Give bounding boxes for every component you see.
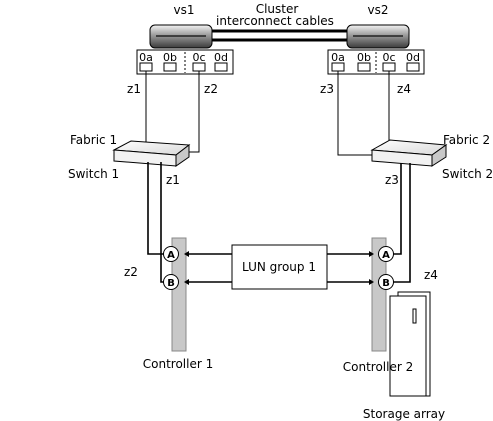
vs1-port-0d-label: 0d xyxy=(214,51,228,64)
controller-2-port-a xyxy=(378,246,394,262)
vs2-port-0c xyxy=(382,62,396,72)
vs2-port-0d xyxy=(406,62,420,72)
zone-z1-mid: z1 xyxy=(166,173,180,187)
zone-z2-top: z2 xyxy=(204,82,218,96)
wire-switch2-controller1-b xyxy=(389,163,411,283)
controller-2-port-b xyxy=(378,274,394,290)
controller-2-port-b-label: B xyxy=(382,278,390,289)
vs1-port-0c xyxy=(192,62,206,72)
vs1-port-0b-label: 0b xyxy=(163,51,177,64)
wire-vs2-0a-switch2 xyxy=(337,71,374,156)
storage-array xyxy=(389,291,431,397)
switch-2-side-face xyxy=(431,144,447,167)
cluster-label-line2: interconnect cables xyxy=(216,14,334,28)
vs1-port-0b xyxy=(163,62,177,72)
lun-group-label: LUN group 1 xyxy=(242,260,316,274)
vs2-port-0b xyxy=(357,62,371,72)
controller-2-label: Controller 2 xyxy=(343,360,413,374)
switch-1 xyxy=(112,140,191,167)
node-vs2: vs2 0a 0b 0c 0d xyxy=(327,3,425,75)
controller-1-port-a-label: A xyxy=(167,250,175,261)
arrowhead-controller2-b xyxy=(369,279,374,285)
vs1-port-0a-label: 0a xyxy=(139,51,153,64)
vs2-port-0b-label: 0b xyxy=(357,51,371,64)
controller-1-bar xyxy=(171,237,187,352)
cluster-label-line1: Cluster xyxy=(256,2,299,16)
switch-2-label: Switch 2 xyxy=(442,167,493,181)
arrowhead-controller2-a xyxy=(369,251,374,257)
vs1-port-0c-label: 0c xyxy=(192,51,205,64)
vs2-port-0a-label: 0a xyxy=(331,51,345,64)
storage-array-handle xyxy=(412,308,417,324)
arrowhead-controller1-b xyxy=(184,279,189,285)
lun-group-box xyxy=(231,244,328,290)
storage-array-cabinet xyxy=(389,295,427,397)
switch-2 xyxy=(370,139,448,167)
fabric-2-label: Fabric 2 xyxy=(443,133,490,147)
vs1-port-0d xyxy=(214,62,228,72)
zone-z4-right: z4 xyxy=(424,268,438,282)
node-vs1-label: vs1 xyxy=(174,3,195,17)
vs1-port-0a xyxy=(139,62,153,72)
wire-vs1-0c-switch1 xyxy=(188,71,200,153)
controller-1-port-b-label: B xyxy=(167,278,175,289)
node-vs1: vs1 0a 0b 0c 0d xyxy=(136,3,234,75)
fabric-1-label: Fabric 1 xyxy=(70,133,117,147)
zone-z4-top: z4 xyxy=(397,82,411,96)
wire-switch1-controller1-a xyxy=(147,162,168,255)
controller-1-label: Controller 1 xyxy=(143,357,213,371)
storage-array-label: Storage array xyxy=(363,407,445,421)
zone-z1-top: z1 xyxy=(127,82,141,96)
vs2-port-0c-label: 0c xyxy=(382,51,395,64)
controller-2-port-a-label: A xyxy=(382,250,390,261)
vs2-port-0a xyxy=(331,62,345,72)
arrowhead-controller1-a xyxy=(184,251,189,257)
node-vs2-label: vs2 xyxy=(368,3,389,17)
switch-1-side-face xyxy=(175,143,190,167)
controller-2-bar xyxy=(371,237,387,352)
wire-vs1-0a-switch1 xyxy=(145,71,158,147)
vs2-port-0d-label: 0d xyxy=(406,51,420,64)
controller-1-port-a xyxy=(163,246,179,262)
zone-z2-left: z2 xyxy=(124,265,138,279)
controller-1-port-b xyxy=(163,274,179,290)
zone-z3-mid: z3 xyxy=(385,173,399,187)
switch-1-label: Switch 1 xyxy=(68,167,119,181)
zone-z3-top: z3 xyxy=(320,82,334,96)
